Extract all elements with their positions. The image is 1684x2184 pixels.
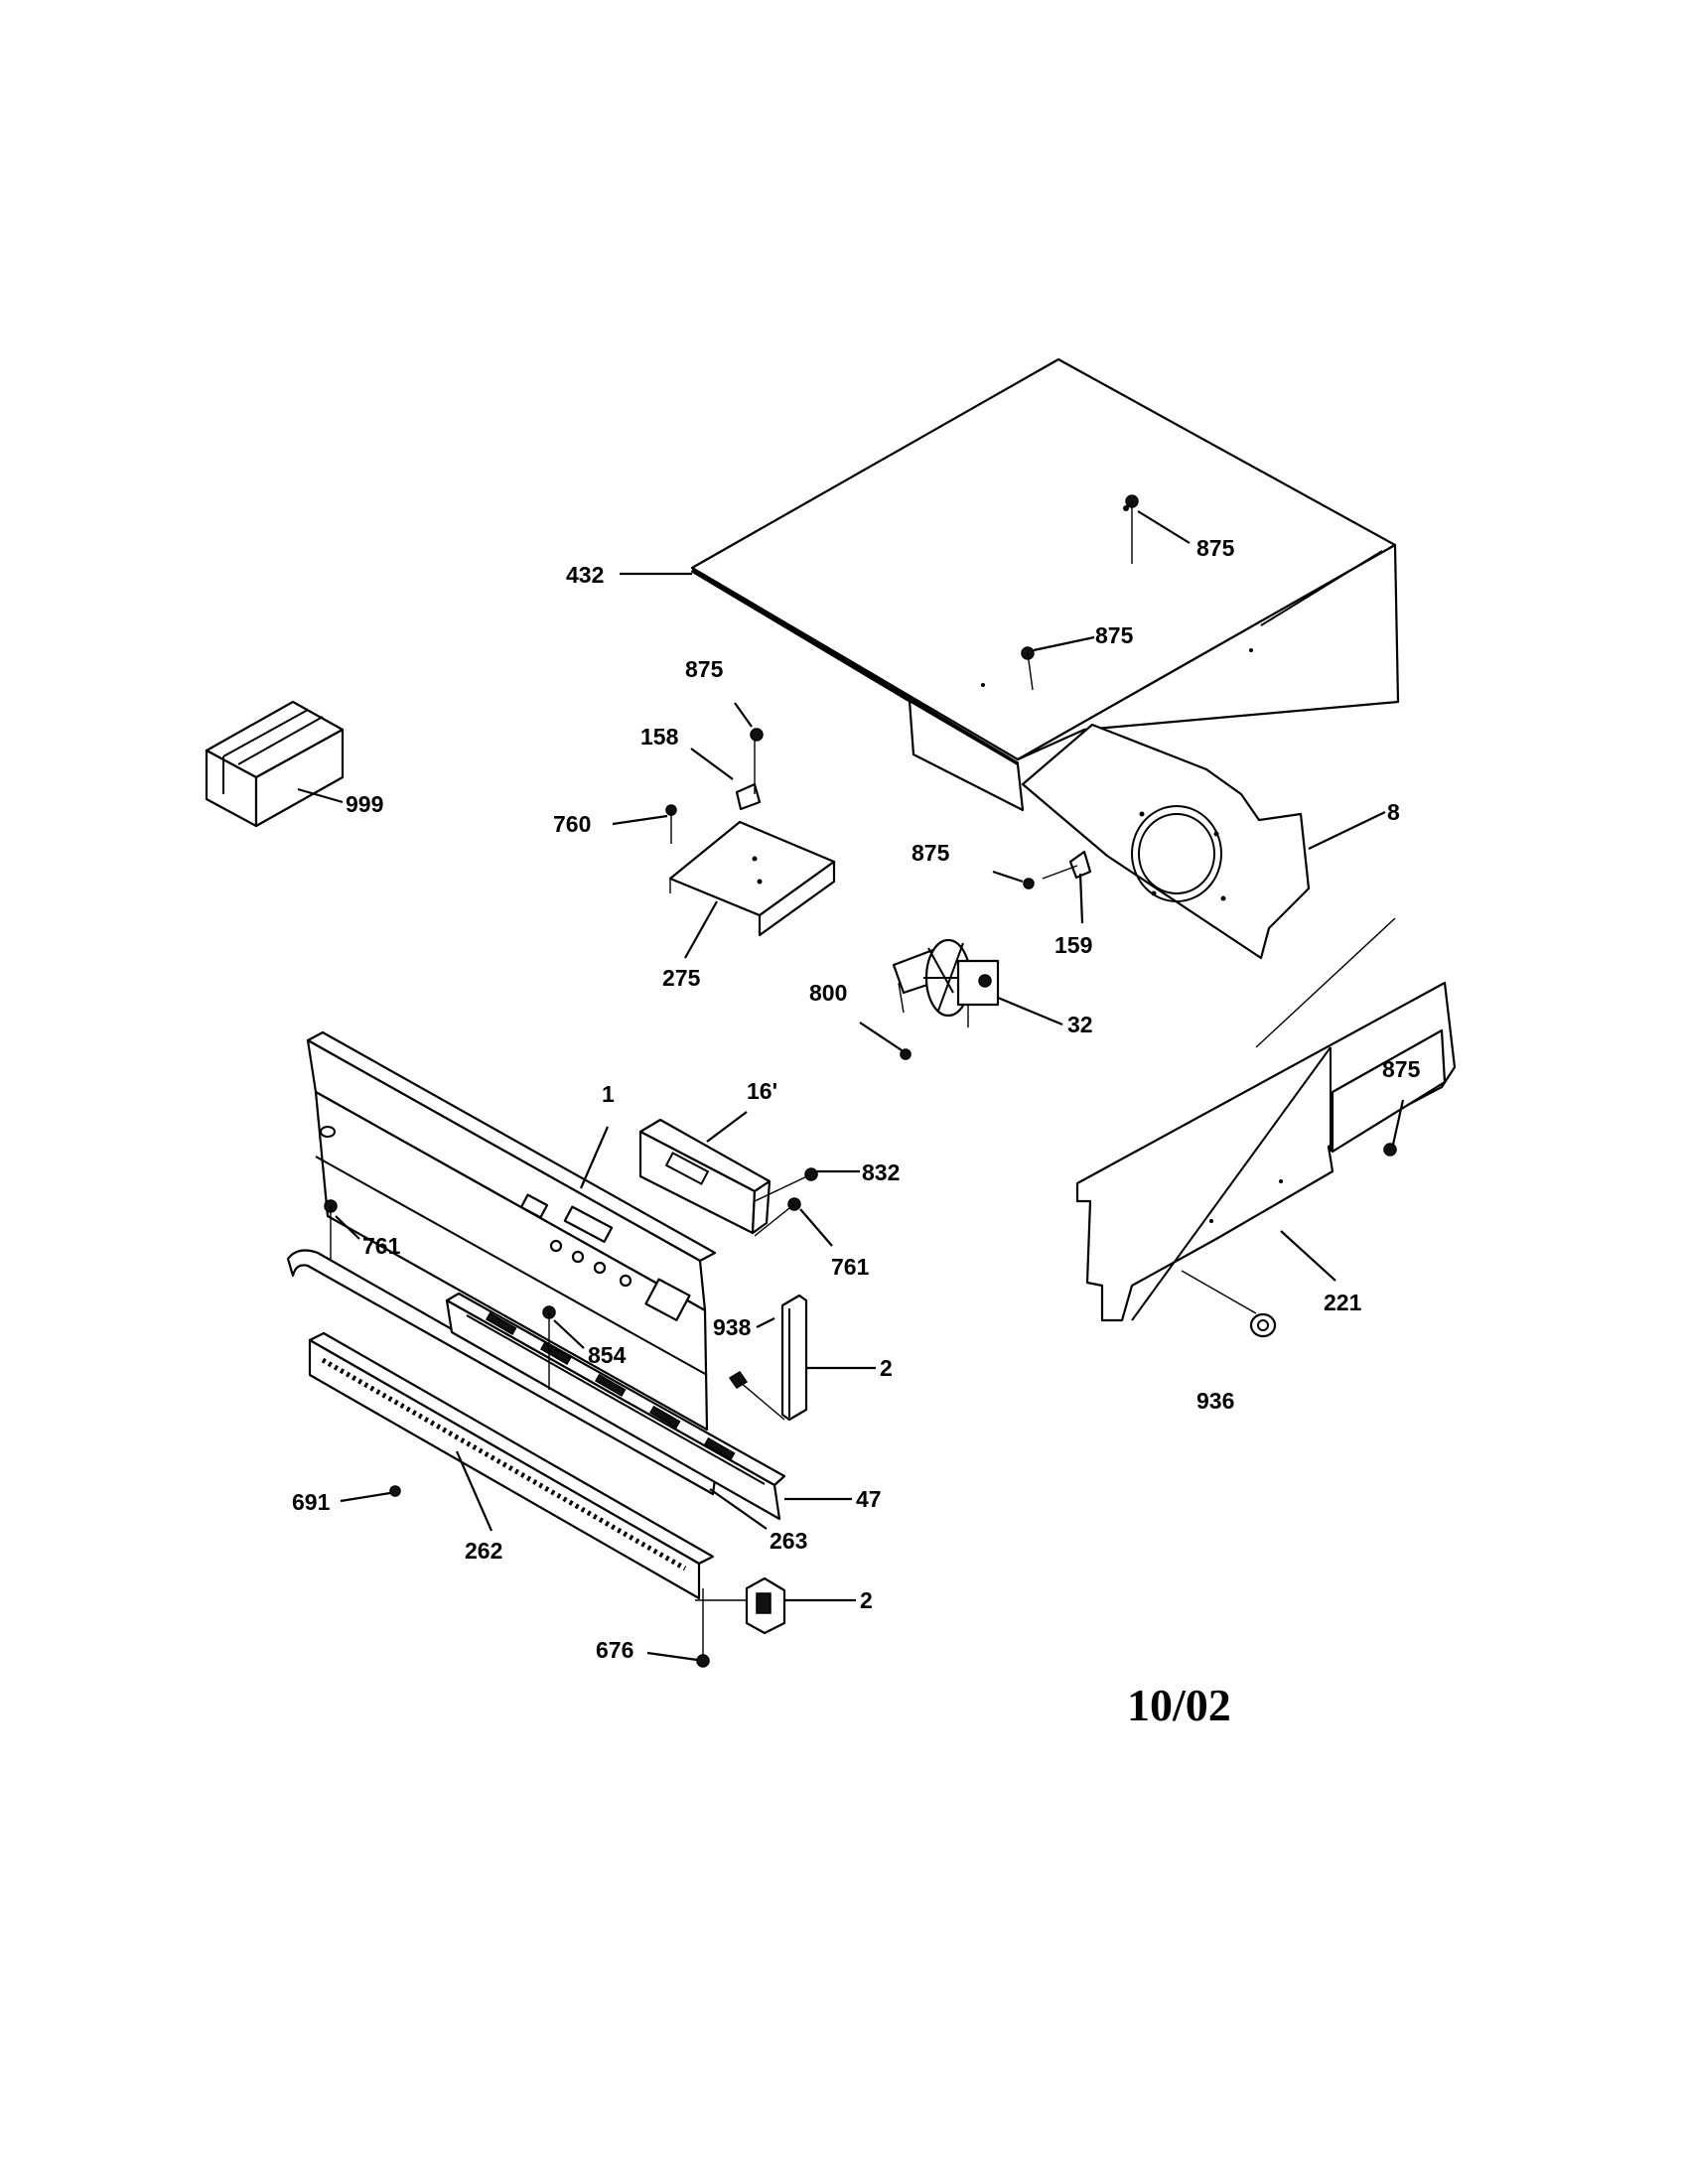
label-263: 263 xyxy=(770,1528,807,1554)
clip-158-icon xyxy=(735,728,764,811)
label-800: 800 xyxy=(809,980,847,1006)
lower-grille xyxy=(308,1331,715,1600)
label-761-b: 761 xyxy=(831,1254,870,1280)
duct-panel xyxy=(1075,917,1457,1322)
label-832: 832 xyxy=(862,1160,900,1185)
end-cap-lower xyxy=(695,1576,786,1635)
label-691: 691 xyxy=(292,1489,331,1515)
end-cap-upper xyxy=(780,1294,808,1422)
screw-875-mid-icon xyxy=(1021,646,1035,691)
label-875-a: 875 xyxy=(1196,535,1235,561)
label-875-c: 875 xyxy=(912,840,950,866)
label-760: 760 xyxy=(553,811,591,837)
vent-panel xyxy=(445,1292,786,1521)
screw-875-duct-icon xyxy=(1383,1143,1397,1157)
screw-875-top-icon xyxy=(1125,494,1139,564)
grille-slots xyxy=(321,1357,687,1571)
control-board xyxy=(638,1118,772,1235)
label-875-e: 875 xyxy=(685,656,724,682)
label-1: 1 xyxy=(602,1081,615,1107)
label-32: 32 xyxy=(1067,1012,1093,1037)
label-275: 275 xyxy=(662,965,701,991)
label-262: 262 xyxy=(465,1538,502,1564)
control-panel xyxy=(306,1030,717,1432)
trim-strip xyxy=(286,1249,717,1496)
clip-938-icon xyxy=(728,1370,785,1421)
screw-832-icon xyxy=(754,1167,818,1202)
label-854: 854 xyxy=(588,1342,627,1368)
screw-676-icon xyxy=(696,1588,710,1668)
label-676: 676 xyxy=(596,1637,633,1663)
parts-box-icon xyxy=(205,700,345,828)
label-8: 8 xyxy=(1387,799,1400,825)
label-16: 16' xyxy=(747,1078,777,1104)
screw-875-bracket-icon xyxy=(1023,878,1035,889)
date-code: 10/02 xyxy=(1127,1680,1231,1730)
vent-slots xyxy=(485,1311,736,1460)
screw-854-icon xyxy=(542,1305,556,1390)
label-936: 936 xyxy=(1196,1388,1234,1414)
label-221: 221 xyxy=(1324,1290,1362,1315)
label-432: 432 xyxy=(566,562,604,588)
label-2-b: 2 xyxy=(860,1587,873,1613)
screw-800-icon xyxy=(900,1048,912,1060)
label-158: 158 xyxy=(640,724,679,750)
screw-761-right-icon xyxy=(754,1197,801,1237)
screw-760-icon xyxy=(665,804,677,844)
label-875-d: 875 xyxy=(1382,1056,1421,1082)
label-999: 999 xyxy=(346,791,383,817)
label-938: 938 xyxy=(713,1314,752,1340)
label-47: 47 xyxy=(856,1486,882,1512)
screw-691-icon xyxy=(389,1485,401,1497)
fan-motor-icon xyxy=(892,938,1000,1027)
label-2-a: 2 xyxy=(880,1355,893,1381)
top-cover-panel xyxy=(690,357,1400,812)
label-159: 159 xyxy=(1054,932,1092,958)
clip-159-icon xyxy=(1042,850,1092,880)
label-761-a: 761 xyxy=(362,1233,401,1259)
bracket-plate xyxy=(668,820,836,937)
nut-936-icon xyxy=(1249,1312,1277,1338)
fan-bracket xyxy=(1021,723,1311,960)
label-875-b: 875 xyxy=(1095,622,1134,648)
